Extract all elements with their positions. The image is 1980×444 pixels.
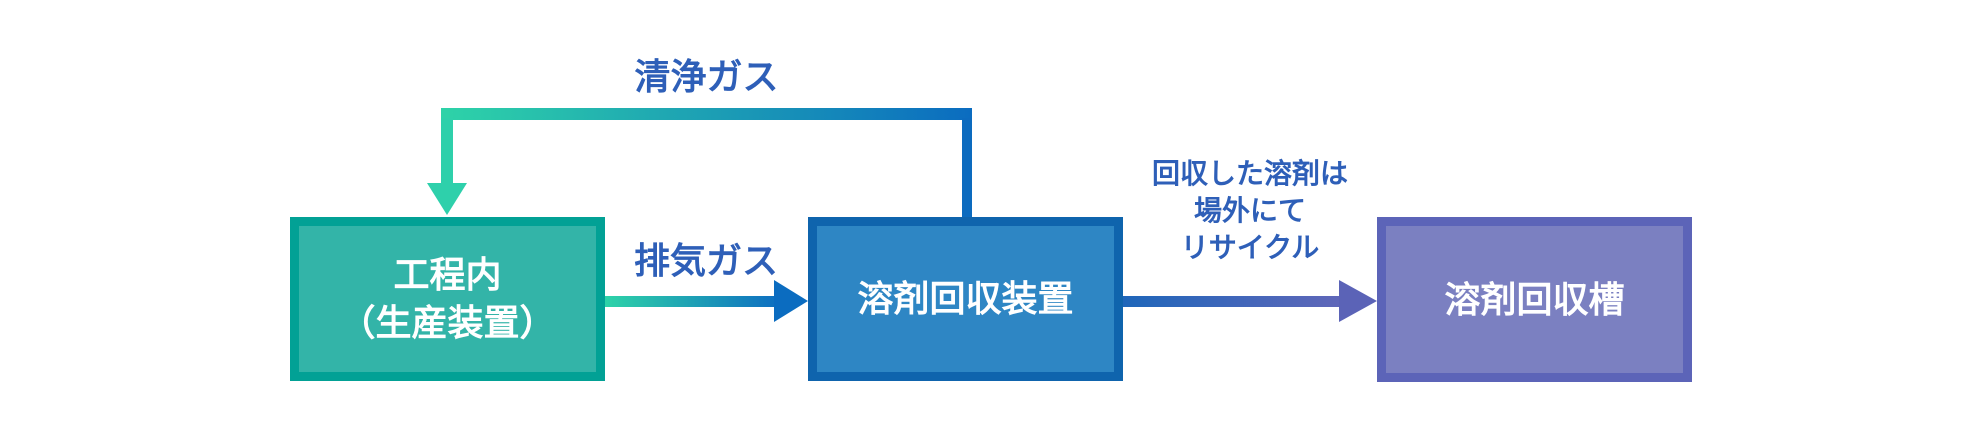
solvent-recovery-unit-box: 溶剤回収装置 — [808, 217, 1123, 381]
process-box: 工程内 （生産装置） — [290, 217, 605, 381]
recovered-solvent-label: 回収した溶剤は 場外にて リサイクル — [1151, 158, 1348, 263]
solvent-recovery-unit-label: 溶剤回収装置 — [857, 278, 1074, 320]
recovered-solvent-arrow-shaft — [1123, 296, 1341, 307]
solvent-recovery-tank-label: 溶剤回収槽 — [1444, 278, 1625, 320]
clean-gas-pipe-vertical-right — [962, 118, 972, 217]
recovered-solvent-arrowhead-right-icon — [1339, 280, 1377, 322]
clean-gas-arrowhead-down-icon — [427, 183, 467, 215]
clean-gas-pipe-vertical-left — [441, 118, 453, 184]
exhaust-gas-arrowhead-right-icon — [774, 280, 808, 322]
solvent-recovery-tank-box: 溶剤回収槽 — [1377, 217, 1692, 382]
exhaust-gas-arrow-shaft — [605, 296, 777, 307]
clean-gas-label: 清浄ガス — [634, 56, 779, 97]
clean-gas-pipe-horizontal — [441, 108, 972, 120]
process-box-label: 工程内 （生産装置） — [339, 254, 556, 343]
exhaust-gas-label: 排気ガス — [633, 240, 778, 281]
